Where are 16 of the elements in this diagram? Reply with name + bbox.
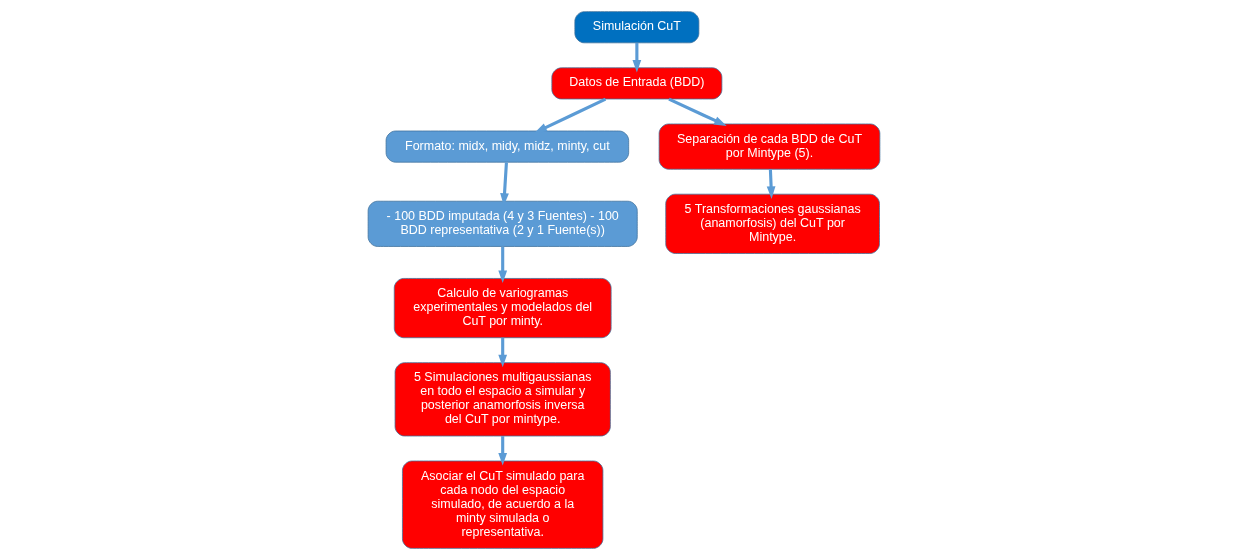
node-box: Separación de cada BDD de CuT por Mintype (5).: [658, 123, 880, 170]
node-box: Formato: midx, midy, midz, minty, cut: [385, 130, 629, 163]
node-box: Asociar el CuT simulado para cada nodo del espacio simulado, de acuerdo a la minty simulada o representativa.: [401, 460, 603, 549]
node-box: Datos de Entrada (BDD): [550, 67, 722, 100]
arrow: [497, 246, 507, 284]
arrow: [766, 169, 775, 199]
arrow: [632, 42, 641, 73]
node-box: Calculo de variogramas experimentales y modelados del CuT por minty.: [393, 278, 611, 339]
node-box: 5 Simulaciones multigaussianas en todo el espacio a simular y posterior anamorfosis inversa del CuT por mintype.: [394, 362, 611, 437]
arrow: [497, 436, 507, 466]
node-box: - 100 BDD imputada (4 y 3 Fuentes) - 100 BDD representativa (2 y 1 Fuente(s)): [367, 200, 638, 247]
arrow: [497, 337, 507, 368]
arrow: [533, 97, 606, 133]
node-box: 5 Transformaciones gaussianas (anamorfosis) del CuT por Mintype.: [664, 193, 880, 254]
node-box: Simulación CuT: [573, 11, 699, 44]
arrow: [667, 97, 727, 126]
